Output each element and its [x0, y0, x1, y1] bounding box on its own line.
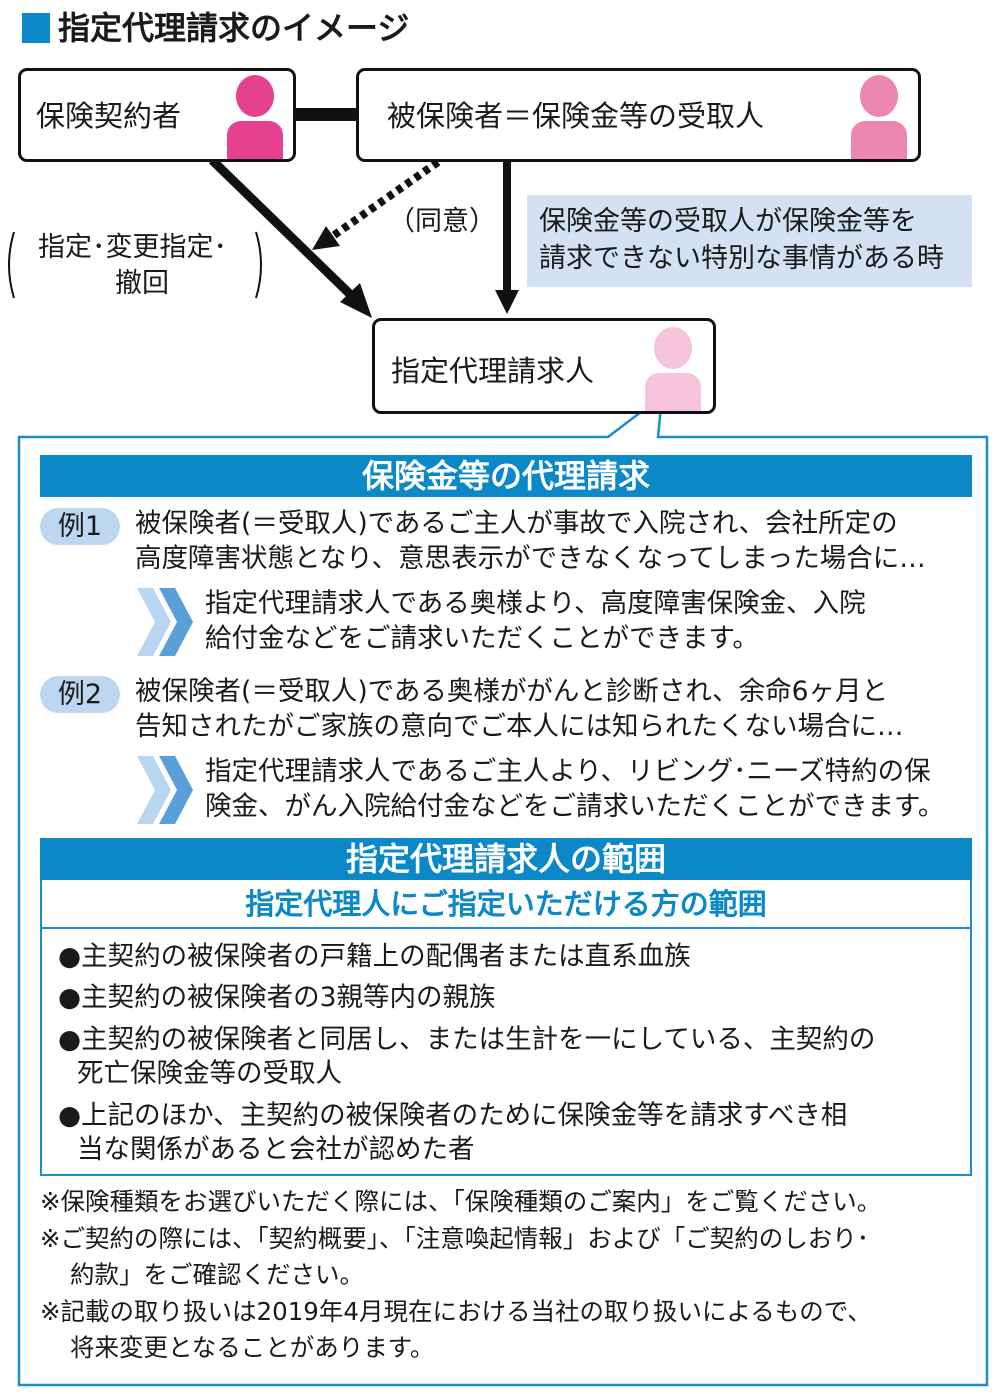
scope-item: 当な関係があると会社が認めた者	[77, 1134, 475, 1165]
example-result-line: 指定代理請求人であるご主人より、リビング･ニーズ特約の保	[205, 756, 931, 787]
example-badge: 例2	[40, 676, 120, 713]
footnote: ※ご契約の際には、「契約概要」、「注意喚起情報」および「ご契約のしおり･	[40, 1224, 870, 1253]
scope-item: ●上記のほか、主契約の被保険者のために保険金等を請求すべき相	[58, 1100, 848, 1131]
diagram-arrows	[8, 108, 519, 318]
callout-border	[17, 393, 989, 1387]
scope-subheading: 指定代理人にご指定いただける方の範囲	[40, 880, 972, 929]
chevron-right-icon	[137, 756, 193, 824]
designation-label-2: 撤回	[115, 268, 169, 299]
consent-arrow	[327, 158, 441, 242]
title-marker	[22, 13, 50, 43]
designation-label-1: 指定･変更指定･	[38, 232, 227, 263]
proxy-claim-heading: 保険金等の代理請求	[40, 455, 972, 497]
example-case-line: 被保険者(＝受取人)であるご主人が事故で入院され、会社所定の	[135, 508, 898, 539]
footnote: 将来変更となることがあります。	[70, 1333, 435, 1362]
example-result-line: 険金、がん入院給付金などをご請求いただくことができます。	[205, 791, 945, 822]
example-case-line: 高度障害状態となり、意思表示ができなくなってしまった場合に…	[135, 543, 926, 574]
policyholder-box: 保険契約者	[18, 68, 296, 162]
consent-arrowhead	[312, 226, 340, 250]
footnote: 約款」をご確認ください。	[70, 1260, 364, 1289]
footnote: ※記載の取り扱いは2019年4月現在における当社の取り扱いによるもので、	[40, 1297, 872, 1326]
condition-note: 保険金等の受取人が保険金等を 請求できない特別な事情がある時	[527, 195, 972, 287]
scope-item: 死亡保険金等の受取人	[77, 1058, 342, 1089]
designation-arrow	[208, 156, 360, 304]
scope-item: ●主契約の被保険者と同居し、または生計を一にしている、主契約の	[58, 1024, 876, 1055]
page-title: 指定代理請求のイメージ	[58, 9, 410, 47]
designation-arrowhead	[340, 283, 372, 318]
scope-heading: 指定代理請求人の範囲	[40, 838, 972, 880]
example-badge: 例1	[40, 508, 120, 545]
claim-arrowhead	[495, 290, 519, 314]
example-result-line: 給付金などをご請求いただくことができます。	[205, 623, 759, 654]
scope-item: ●主契約の被保険者の3親等内の親族	[58, 982, 496, 1013]
consent-label: （同意）	[388, 206, 496, 237]
person-icon	[645, 327, 701, 411]
footnote: ※保険種類をお選びいただく際には、「保険種類のご案内」をご覧ください。	[40, 1187, 882, 1216]
example-result-line: 指定代理請求人である奥様より、高度障害保険金、入院	[205, 588, 866, 619]
example-case-line: 被保険者(＝受取人)である奥様ががんと診断され、余命6ヶ月と	[135, 676, 889, 707]
left-paren	[8, 231, 15, 299]
condition-note-line: 請求できない特別な事情がある時	[539, 243, 944, 274]
connector-line	[295, 108, 357, 121]
example-case-line: 告知されたがご家族の意向でご本人には知られたくない場合に…	[135, 711, 904, 742]
policyholder-label: 保険契約者	[36, 99, 182, 133]
person-icon	[851, 75, 907, 159]
insured-label: 被保険者＝保険金等の受取人	[387, 99, 765, 133]
condition-note-line: 保険金等の受取人が保険金等を	[539, 206, 917, 237]
insured-box: 被保険者＝保険金等の受取人	[356, 68, 921, 162]
right-paren	[255, 231, 262, 299]
person-icon	[227, 75, 283, 159]
proxy-label: 指定代理請求人	[391, 354, 595, 388]
proxy-box: 指定代理請求人	[372, 318, 716, 414]
chevron-right-icon	[137, 588, 193, 656]
scope-item: ●主契約の被保険者の戸籍上の配偶者または直系血族	[58, 941, 691, 972]
